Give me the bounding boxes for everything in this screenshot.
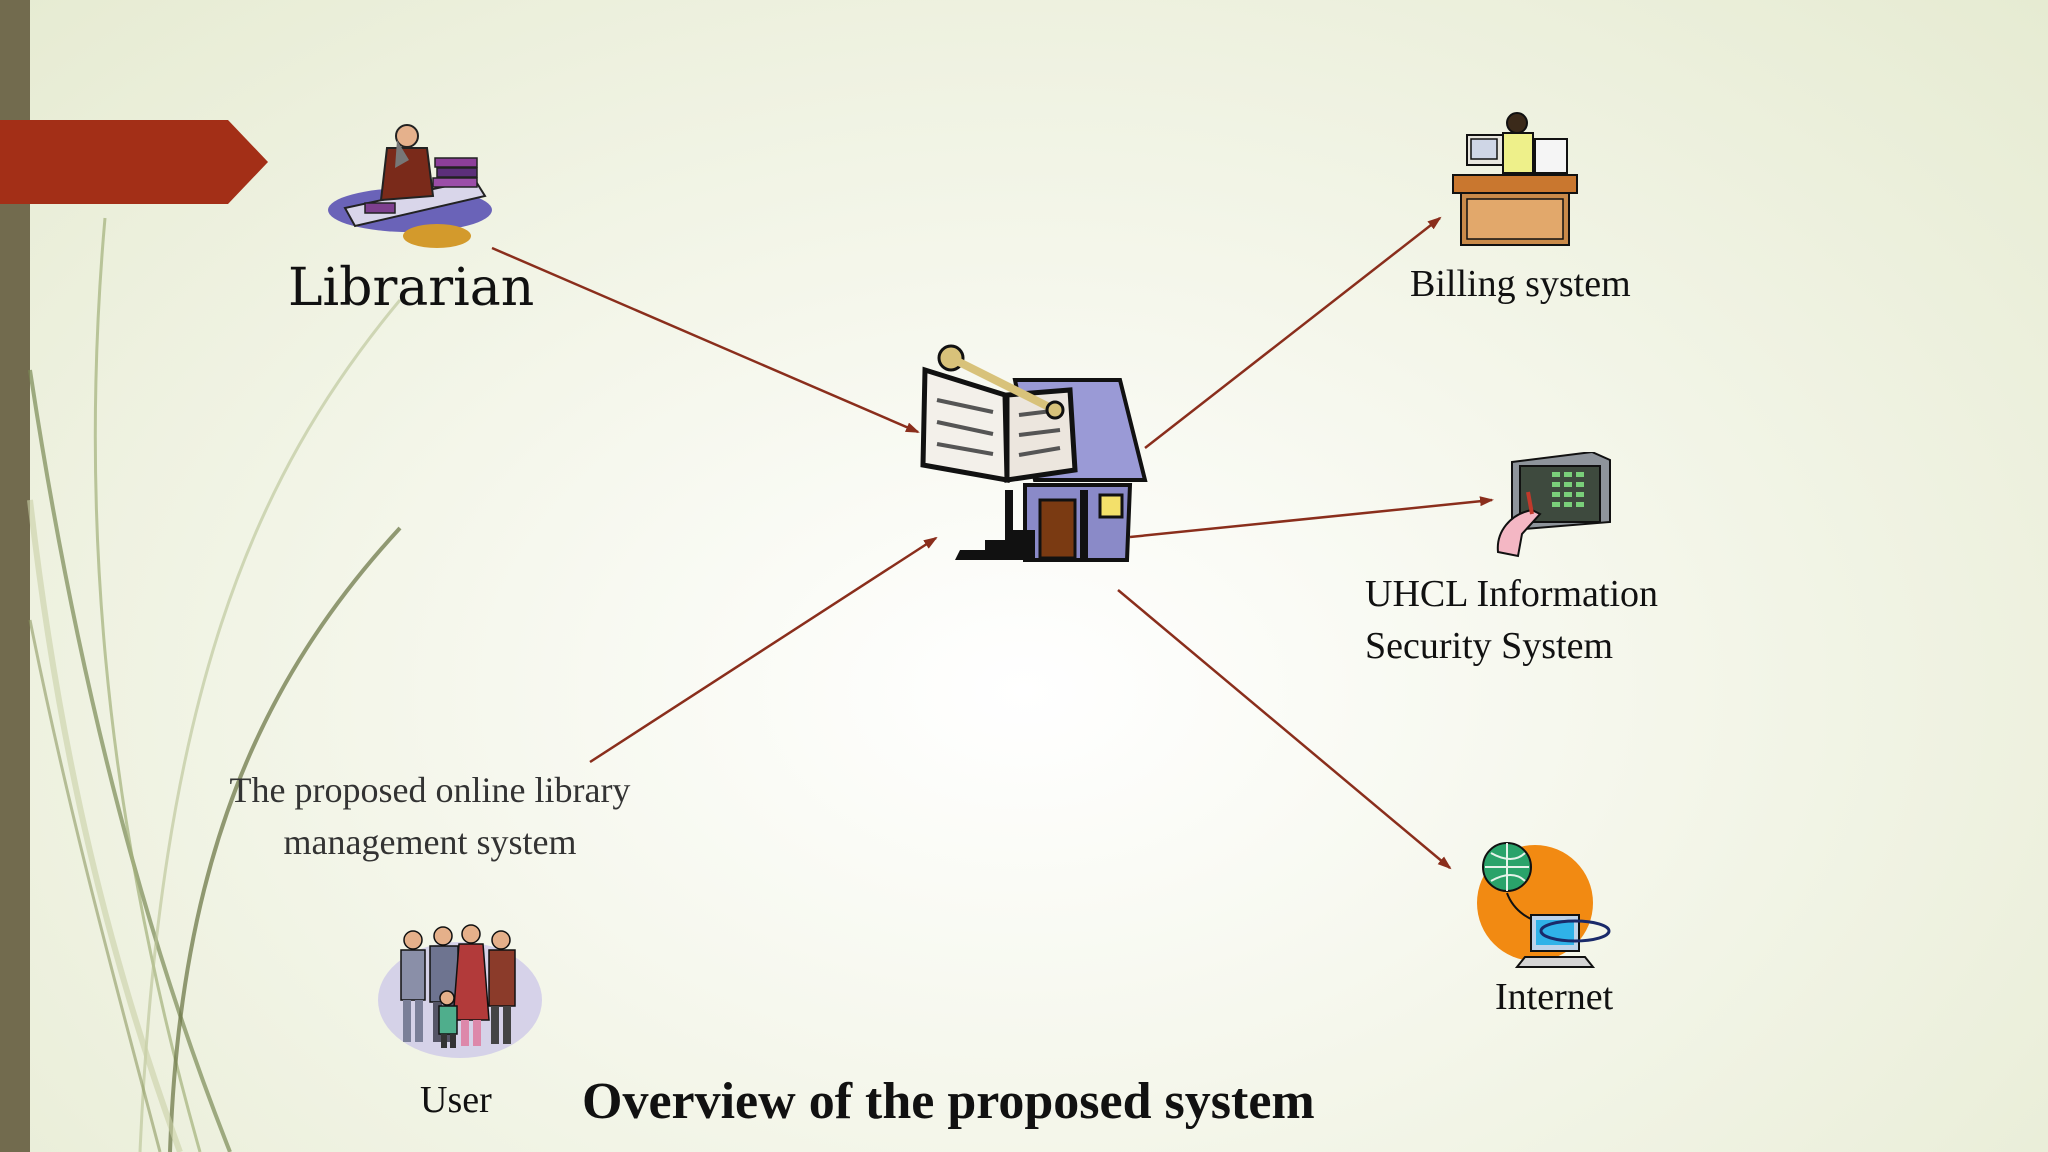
keypad-access-icon	[1496, 452, 1611, 558]
leaf-curve-3	[138, 299, 402, 1152]
billing-label: Billing system	[1410, 263, 1631, 305]
system-label-line2: management system	[283, 822, 577, 862]
arrow-system-to-billing	[1144, 216, 1442, 449]
librarian-label: Librarian	[288, 258, 535, 318]
red-tab-shape	[0, 120, 268, 204]
security-label: UHCL Information Security System	[1365, 568, 1785, 672]
leaf-curve-6	[28, 619, 162, 1152]
security-label-line1: UHCL Information	[1365, 573, 1659, 615]
arrow-system-to-security	[1129, 496, 1494, 539]
globe-computer-icon	[1477, 842, 1611, 968]
leaf-curve-4	[168, 526, 402, 1152]
billing-desk-icon	[1452, 112, 1578, 246]
library-building-icon	[920, 344, 1148, 562]
librarian-icon	[328, 124, 492, 248]
user-label: User	[420, 1079, 492, 1121]
leaf-curve-5	[27, 499, 183, 1152]
arrow-system-to-internet	[1117, 589, 1452, 870]
leaf-curve-1	[28, 369, 232, 1152]
user-group-icon	[378, 924, 542, 1058]
system-label: The proposed online library management s…	[170, 764, 690, 868]
system-label-line1: The proposed online library	[229, 770, 631, 810]
arrow-user-to-system	[589, 536, 938, 764]
arrow-librarian-to-system	[491, 246, 920, 434]
internet-label: Internet	[1495, 976, 1614, 1018]
slide-title: Overview of the proposed system	[582, 1073, 1315, 1130]
security-label-line2: Security System	[1365, 625, 1614, 667]
leaf-curve-2	[93, 217, 202, 1152]
